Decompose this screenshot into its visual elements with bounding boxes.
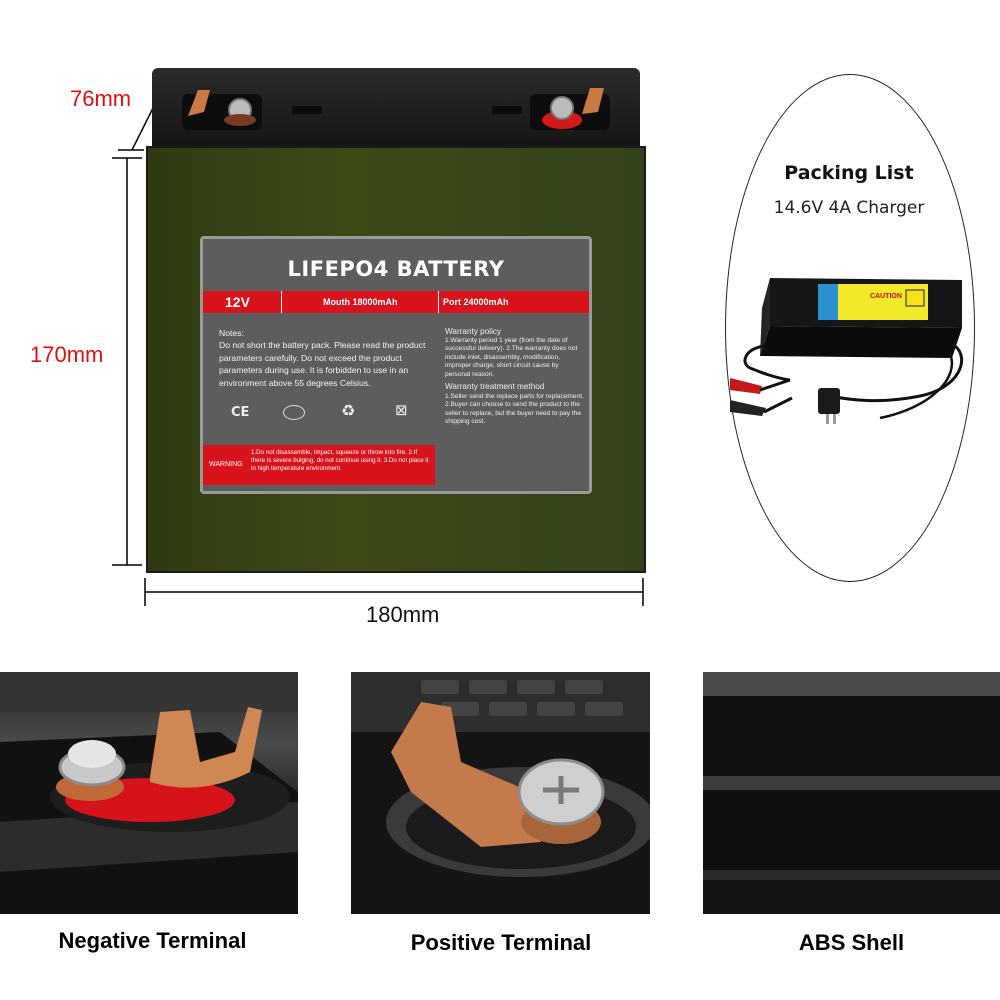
spec-divider bbox=[438, 291, 439, 313]
charger-illustration: CAUTION bbox=[730, 278, 964, 424]
positive-terminal-caption: Positive Terminal bbox=[410, 930, 592, 955]
charger-caution-text: CAUTION bbox=[870, 293, 902, 300]
notes-heading: Notes: bbox=[219, 328, 244, 338]
mouth-capacity-text: Mouth 18000mAh bbox=[323, 297, 398, 307]
notes-text: Do not short the battery pack. Please re… bbox=[219, 340, 426, 388]
label-title: LIFEPO4 BATTERY bbox=[287, 257, 505, 281]
abs-shell-closeup bbox=[703, 672, 1000, 914]
battery-label: LIFEPO4 BATTERY 12V Mouth 18000mAh Port … bbox=[200, 236, 592, 494]
abs-shell-photo bbox=[703, 672, 1000, 914]
height-dimension-label: 170mm bbox=[30, 342, 104, 367]
spec-divider bbox=[281, 291, 282, 313]
treatment-heading: Warranty treatment method bbox=[445, 382, 545, 391]
abs-shell-caption: ABS Shell bbox=[798, 930, 905, 955]
negative-terminal-caption: Negative Terminal bbox=[58, 928, 247, 953]
spec-bar: 12V Mouth 18000mAh Port 24000mAh bbox=[203, 291, 589, 313]
packing-list-item: 14.6V 4A Charger bbox=[773, 198, 925, 218]
treatment-text: 1.Seller send the replace parts for repl… bbox=[445, 393, 584, 426]
warranty-heading: Warranty policy bbox=[445, 327, 502, 336]
ce-mark-icon: CE bbox=[231, 405, 250, 420]
warning-label: WARNING bbox=[209, 461, 243, 468]
terminals bbox=[182, 88, 610, 130]
warning-text: 1.Do not disassemble, impact, squeeze or… bbox=[251, 449, 429, 472]
positive-terminal-photo bbox=[351, 672, 650, 914]
voltage-text: 12V bbox=[225, 294, 250, 310]
width-dimension-label: 180mm bbox=[366, 602, 440, 627]
negative-terminal-photo bbox=[0, 672, 298, 914]
wheelie-bin-icon: ⊠ bbox=[395, 401, 408, 419]
positive-terminal-closeup bbox=[351, 672, 650, 914]
packing-list-oval bbox=[725, 74, 975, 582]
negative-terminal-closeup bbox=[0, 672, 298, 914]
port-capacity-text: Port 24000mAh bbox=[443, 297, 509, 307]
battery-illustration: LIFEPO4 BATTERY 12V Mouth 18000mAh Port … bbox=[146, 68, 646, 573]
packing-list-title: Packing List bbox=[784, 162, 914, 184]
battery-lid bbox=[152, 68, 640, 148]
depth-dimension-label: 76mm bbox=[70, 86, 132, 111]
warning-box: WARNING 1.Do not disassemble, impact, sq… bbox=[203, 445, 435, 485]
ccc-mark-icon bbox=[283, 405, 305, 420]
recycle-icon: ♻ bbox=[341, 401, 356, 420]
warranty-text: 1.Warranty period 1 year (from the date … bbox=[445, 337, 578, 378]
